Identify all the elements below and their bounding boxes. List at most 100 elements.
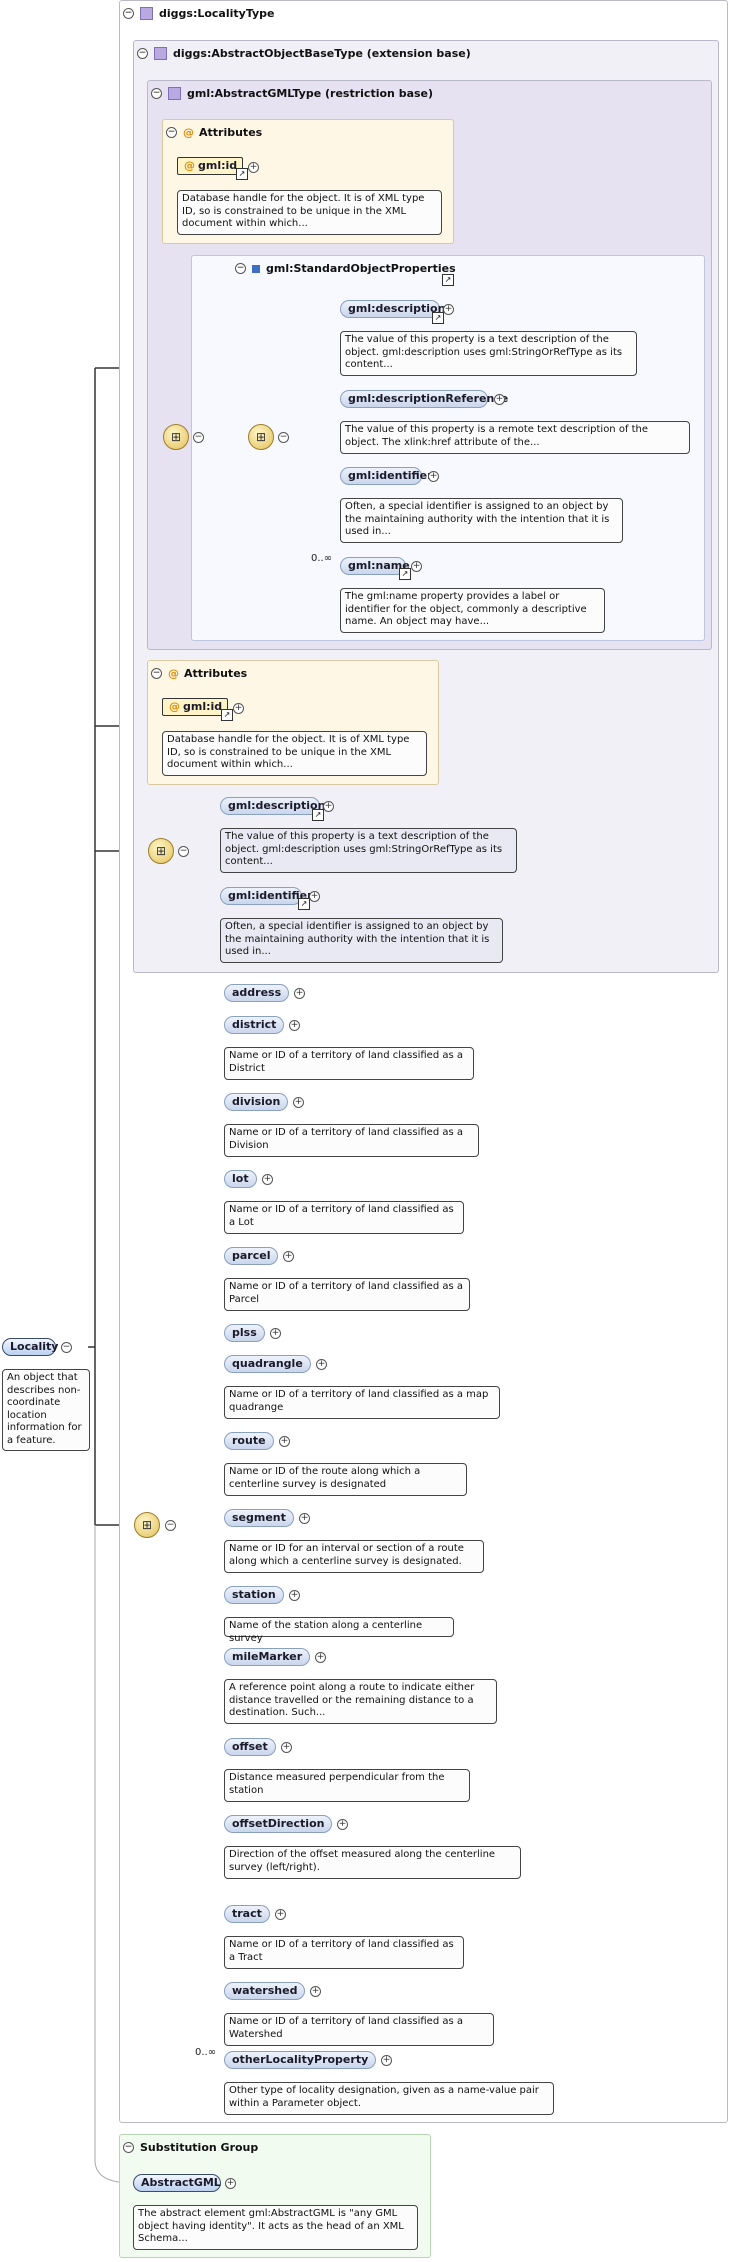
element-doc-quadrangle: Name or ID of a territory of land classi… — [224, 1386, 500, 1419]
element-mileMarker[interactable]: mileMarker — [224, 1648, 311, 1666]
attribute-icon: @ — [168, 667, 179, 680]
expand-icon[interactable]: + — [294, 988, 305, 999]
expand-icon[interactable]: + — [299, 1513, 310, 1524]
extension-base-label: diggs:AbstractObjectBaseType (extension … — [173, 47, 471, 60]
gml-id-doc: Database handle for the object. It is of… — [162, 731, 427, 776]
element-label: gml:identifier — [228, 889, 313, 902]
gml-name-element[interactable]: gml:name — [340, 557, 410, 575]
element-station[interactable]: station — [224, 1586, 284, 1604]
element-address[interactable]: address — [224, 984, 290, 1002]
gml-identifier-element[interactable]: gml:identifier — [340, 467, 433, 485]
expand-icon[interactable]: + — [443, 304, 454, 315]
expand-icon[interactable]: + — [279, 1436, 290, 1447]
expand-icon[interactable]: + — [225, 2178, 236, 2189]
gml-description-reference-element[interactable]: gml:descriptionReference — [340, 390, 508, 408]
expand-icon[interactable]: + — [411, 561, 422, 572]
element-label: watershed — [232, 1984, 298, 1997]
element-route[interactable]: route — [224, 1432, 274, 1450]
element-segment[interactable]: segment — [224, 1509, 294, 1527]
sequence-compositor-icon[interactable]: ⊞ — [248, 424, 274, 450]
element-label: district — [232, 1018, 277, 1031]
sequence-compositor-icon[interactable]: ⊞ — [134, 1512, 160, 1538]
collapse-icon[interactable]: − — [151, 668, 162, 679]
collapse-icon[interactable]: − — [178, 846, 189, 857]
attributes-header[interactable]: − @ Attributes — [166, 126, 262, 139]
element-doc-offsetDirection: Direction of the offset measured along t… — [224, 1846, 521, 1879]
collapse-icon[interactable]: − — [235, 263, 246, 274]
element-label: gml:descriptionReference — [348, 392, 509, 405]
element-watershed[interactable]: watershed — [224, 1982, 306, 2000]
locality-type-header[interactable]: − diggs:LocalityType — [123, 7, 275, 20]
link-icon[interactable]: ↗ — [442, 274, 454, 286]
gml-description-element[interactable]: gml:description — [220, 797, 325, 815]
link-icon[interactable]: ↗ — [236, 168, 248, 180]
expand-icon[interactable]: + — [281, 1742, 292, 1753]
restriction-base-header[interactable]: − gml:AbstractGMLType (restriction base) — [151, 87, 433, 100]
element-quadrangle[interactable]: quadrangle — [224, 1355, 311, 1373]
group-icon — [252, 264, 260, 273]
element-label: plss — [232, 1326, 257, 1339]
expand-icon[interactable]: + — [323, 801, 334, 812]
collapse-icon[interactable]: − — [165, 1520, 176, 1531]
expand-icon[interactable]: + — [309, 891, 320, 902]
attribute-icon: @ — [183, 126, 194, 139]
gml-id-attribute[interactable]: gml:id — [162, 698, 228, 716]
element-doc-district: Name or ID of a territory of land classi… — [224, 1047, 474, 1080]
locality-root-element[interactable]: Locality — [2, 1338, 58, 1356]
collapse-icon[interactable]: − — [166, 127, 177, 138]
expand-icon[interactable]: + — [289, 1020, 300, 1031]
expand-icon[interactable]: + — [381, 2055, 392, 2066]
sequence-compositor-icon[interactable]: ⊞ — [148, 838, 174, 864]
sequence-compositor-icon[interactable]: ⊞ — [163, 424, 189, 450]
element-parcel[interactable]: parcel — [224, 1247, 279, 1265]
collapse-icon[interactable]: − — [61, 1342, 72, 1353]
element-lot[interactable]: lot — [224, 1170, 257, 1188]
element-district[interactable]: district — [224, 1016, 285, 1034]
element-label: segment — [232, 1511, 286, 1524]
element-tract[interactable]: tract — [224, 1905, 270, 1923]
expand-icon[interactable]: + — [315, 1652, 326, 1663]
expand-icon[interactable]: + — [289, 1590, 300, 1601]
substitution-group-header[interactable]: − Substitution Group — [123, 2141, 258, 2154]
expand-icon[interactable]: + — [293, 1097, 304, 1108]
expand-icon[interactable]: + — [275, 1909, 286, 1920]
element-label: offsetDirection — [232, 1817, 325, 1830]
expand-icon[interactable]: + — [310, 1986, 321, 1997]
link-icon[interactable]: ↗ — [432, 312, 444, 324]
expand-icon[interactable]: + — [316, 1359, 327, 1370]
attributes-header[interactable]: − @ Attributes — [151, 667, 247, 680]
collapse-icon[interactable]: − — [193, 432, 204, 443]
abstract-gml-element[interactable]: AbstractGML — [133, 2174, 221, 2192]
element-label: AbstractGML — [141, 2176, 221, 2189]
link-icon[interactable]: ↗ — [298, 898, 310, 910]
gml-id-attribute[interactable]: gml:id — [177, 157, 243, 175]
standard-object-properties-header[interactable]: − gml:StandardObjectProperties — [235, 262, 456, 275]
element-doc-otherLocalityProperty: Other type of locality designation, give… — [224, 2082, 554, 2115]
collapse-icon[interactable]: − — [278, 432, 289, 443]
expand-icon[interactable]: + — [270, 1328, 281, 1339]
expand-icon[interactable]: + — [494, 394, 505, 405]
link-icon[interactable]: ↗ — [221, 709, 233, 721]
collapse-icon[interactable]: − — [151, 88, 162, 99]
link-icon[interactable]: ↗ — [399, 568, 411, 580]
expand-icon[interactable]: + — [248, 162, 259, 173]
element-otherLocalityProperty[interactable]: otherLocalityProperty — [224, 2051, 377, 2069]
expand-icon[interactable]: + — [283, 1251, 294, 1262]
gml-description-element[interactable]: gml:description — [340, 300, 445, 318]
element-offsetDirection[interactable]: offsetDirection — [224, 1815, 333, 1833]
expand-icon[interactable]: + — [428, 471, 439, 482]
gml-identifier-element[interactable]: gml:identifier — [220, 887, 313, 905]
attributes-label: Attributes — [199, 126, 263, 139]
expand-icon[interactable]: + — [233, 703, 244, 714]
expand-icon[interactable]: + — [337, 1819, 348, 1830]
element-plss[interactable]: plss — [224, 1324, 265, 1342]
link-icon[interactable]: ↗ — [312, 809, 324, 821]
collapse-icon[interactable]: − — [123, 8, 134, 19]
expand-icon[interactable]: + — [262, 1174, 273, 1185]
collapse-icon[interactable]: − — [137, 48, 148, 59]
element-offset[interactable]: offset — [224, 1738, 276, 1756]
element-division[interactable]: division — [224, 1093, 289, 1111]
gml-name-doc: The gml:name property provides a label o… — [340, 588, 605, 633]
extension-base-header[interactable]: − diggs:AbstractObjectBaseType (extensio… — [137, 47, 471, 60]
collapse-icon[interactable]: − — [123, 2142, 134, 2153]
